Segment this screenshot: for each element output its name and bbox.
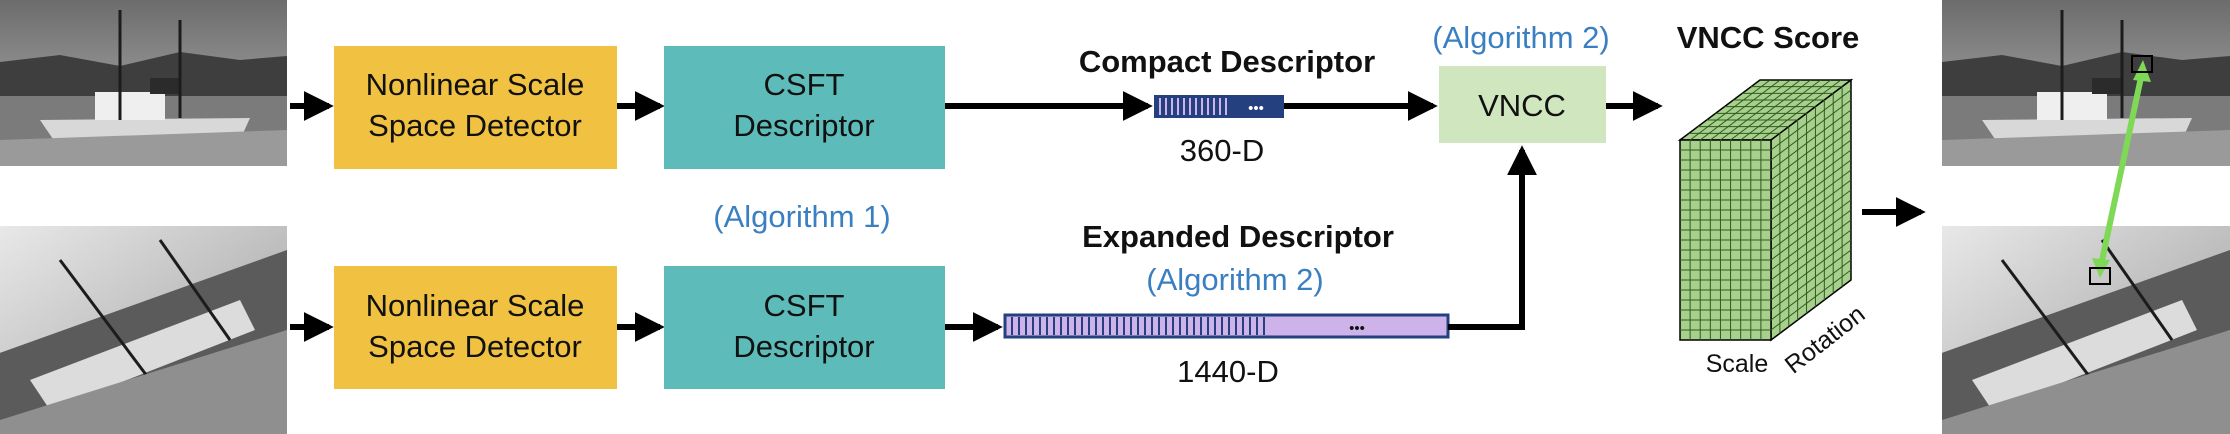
algorithm-1-label: (Algorithm 1) [713,199,890,234]
score-title: VNCC Score [1677,20,1860,55]
compact-descriptor-bar: ••• [1154,95,1284,118]
detector-bottom-line2: Space Detector [368,329,582,364]
tick-mark [1770,249,1852,311]
output-image-bottom [1942,226,2230,434]
csft-box-top: CSFT Descriptor [664,46,945,169]
tick-mark [1770,189,1852,251]
tick-mark [1770,139,1852,201]
tick-mark [1710,79,1791,141]
detector-bottom-line1: Nonlinear Scale [366,288,585,323]
input-image-bottom [0,226,287,434]
compact-ellipsis: ••• [1248,100,1264,117]
detector-box-bottom: Nonlinear Scale Space Detector [334,266,617,389]
detector-top-line1: Nonlinear Scale [366,67,585,102]
tick-mark [1770,149,1852,211]
score-cube [1677,78,1854,342]
tick-mark [1770,129,1852,191]
csft-top-line1: CSFT [764,67,845,102]
tick-mark [1770,169,1852,231]
tick-mark [1770,239,1852,301]
tick-mark [1750,79,1832,141]
tick-mark [1770,89,1852,151]
csft-bottom-line1: CSFT [764,288,845,323]
detector-top-line2: Space Detector [368,108,582,143]
tick-mark [1770,199,1852,261]
output-image-top [1942,0,2230,166]
expanded-ellipsis: ••• [1349,320,1365,337]
csft-top-line2: Descriptor [733,108,874,143]
csft-box-bottom: CSFT Descriptor [664,266,945,389]
tick-mark [1770,109,1852,171]
tick-mark [1770,269,1852,331]
tick-mark [1770,179,1852,241]
expanded-descriptor-bar: ••• [1003,313,1450,339]
compact-dims-label: 360-D [1180,133,1264,168]
arrow-expanded-to-vncc [1448,145,1537,330]
tick-mark [1770,259,1852,321]
compact-descriptor-title: Compact Descriptor [1079,44,1375,79]
tick-mark [1699,79,1781,141]
detector-box-top: Nonlinear Scale Space Detector [334,46,617,169]
scale-axis-label: Scale [1706,350,1769,378]
expanded-descriptor-title: Expanded Descriptor [1082,219,1394,254]
algorithm-2-label-top: (Algorithm 2) [1432,20,1609,55]
vncc-label: VNCC [1478,88,1566,123]
algorithm-2-label-bottom: (Algorithm 2) [1146,262,1323,297]
tick-mark [1760,79,1842,141]
match-arrow-icon [2089,55,2153,285]
tick-mark [1770,119,1852,181]
vncc-box: VNCC [1439,66,1606,143]
csft-bottom-line2: Descriptor [733,329,874,364]
input-image-top [0,0,287,166]
tick-mark [1770,159,1852,221]
tick-mark [1770,209,1852,271]
tick-mark [1730,79,1811,141]
tick-mark [1720,79,1801,141]
tick-mark [1689,79,1771,141]
tick-mark [1740,79,1821,141]
tick-mark [1770,219,1852,281]
expanded-dims-label: 1440-D [1177,354,1279,389]
tick-mark [1770,99,1852,161]
tick-mark [1770,229,1852,291]
